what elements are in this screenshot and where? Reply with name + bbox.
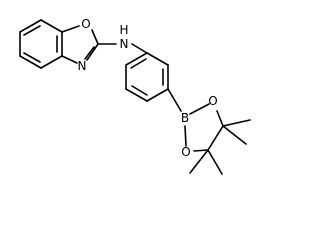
- benzoxazole-benzene-ring: [19, 19, 63, 69]
- amine-hydrogen-label: H: [119, 23, 128, 37]
- phenyl-boron-bond: [167, 88, 182, 112]
- oxygen-atom-label: O: [81, 17, 90, 31]
- atom-labels: O N N H B O O: [78, 17, 218, 159]
- boronate-oxygen-top-label: O: [208, 94, 217, 108]
- oxazole-ring: [61, 25, 99, 64]
- boronate-oxygen-bottom-label: O: [181, 145, 190, 159]
- phenylene-ring: [125, 52, 169, 102]
- amine-nitrogen-label: N: [120, 37, 129, 51]
- chemical-structure-diagram: O N N H B O O: [19, 17, 251, 175]
- boron-atom-label: B: [181, 111, 189, 125]
- dioxaborolane-ring: [184, 103, 224, 152]
- methyl-groups: [189, 119, 251, 175]
- amine-phenyl-bond: [131, 43, 148, 54]
- nitrogen-atom-label: N: [78, 59, 87, 73]
